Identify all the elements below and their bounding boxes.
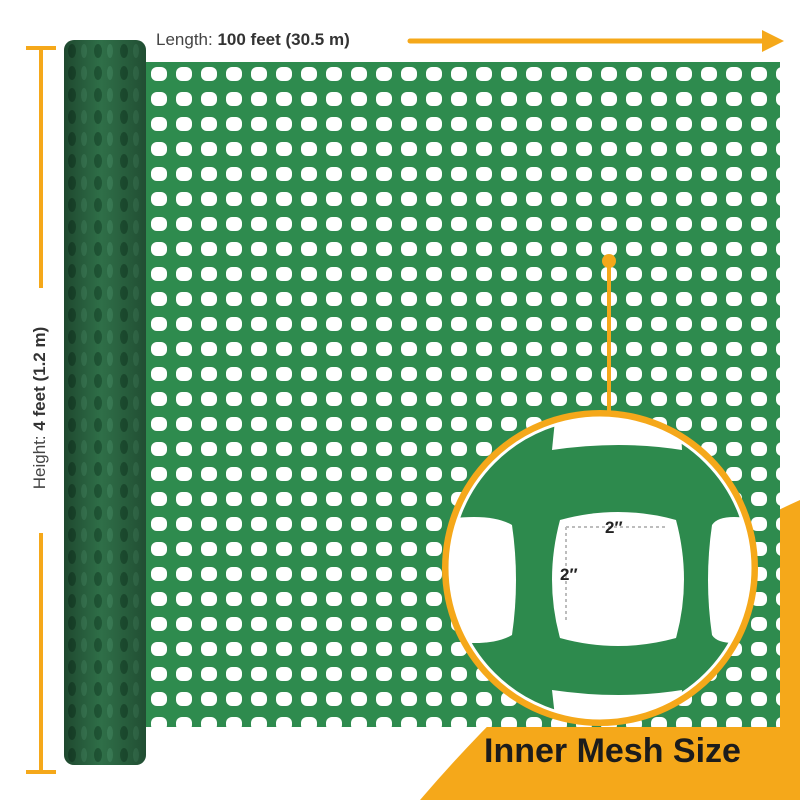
length-label: Length: 100 feet (30.5 m) [156, 30, 350, 49]
arrowhead-icon [762, 30, 784, 52]
caption: Inner Mesh Size [484, 732, 741, 770]
inset-height-label: 2″ [560, 565, 578, 584]
inset-width-label: 2″ [605, 518, 623, 537]
height-label: Height: 4 feet (1.2 m) [30, 326, 49, 490]
